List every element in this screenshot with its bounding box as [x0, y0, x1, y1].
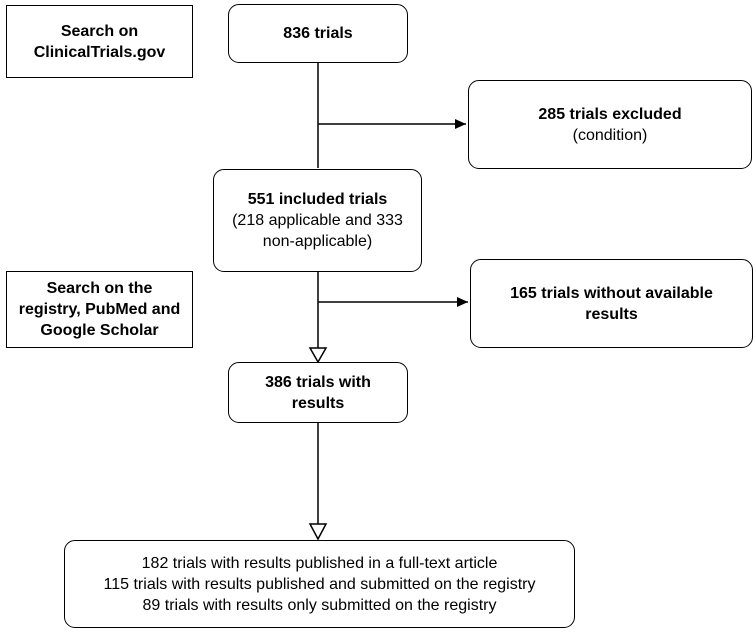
node-excluded-title: 285 trials excluded	[538, 105, 682, 123]
source-registry-line3: Google Scholar	[40, 322, 159, 339]
source-clinicaltrials: Search on ClinicalTrials.gov	[6, 5, 193, 78]
source-clinicaltrials-line1: Search on	[60, 22, 139, 40]
source-registry: Search on the registry, PubMed and Googl…	[6, 271, 193, 348]
node-outcomes-line2: 115 trials with results published and su…	[103, 575, 536, 593]
node-included: 551 included trials (218 applicable and …	[213, 169, 422, 272]
source-registry-line1: Search on the	[46, 280, 153, 297]
node-included-title: 551 included trials	[247, 191, 388, 208]
node-without-results-line2: results	[585, 305, 638, 323]
source-registry-line2: registry, PubMed and	[18, 301, 181, 318]
node-without-results: 165 trials without available results	[470, 259, 753, 348]
node-initial-title: 836 trials	[283, 25, 353, 42]
node-without-results-line1: 165 trials without available	[510, 284, 713, 302]
open-arrowhead-outcomes	[308, 523, 328, 541]
open-arrowhead-with-results	[308, 347, 328, 364]
node-initial-trials: 836 trials	[228, 4, 408, 63]
node-with-results: 386 trials with results	[228, 362, 408, 423]
node-outcomes-line1: 182 trials with results published in a f…	[141, 554, 498, 572]
node-with-results-line1: 386 trials with	[265, 373, 371, 391]
node-outcomes-line3: 89 trials with results only submitted on…	[142, 596, 497, 614]
node-excluded: 285 trials excluded (condition)	[468, 80, 752, 169]
node-included-detail-2: non-applicable)	[262, 233, 373, 250]
source-clinicaltrials-line2: ClinicalTrials.gov	[33, 43, 166, 61]
node-excluded-detail: (condition)	[572, 126, 648, 144]
node-included-detail-1: (218 applicable and 333	[232, 212, 403, 229]
node-with-results-line2: results	[291, 394, 345, 412]
node-outcomes: 182 trials with results published in a f…	[64, 540, 575, 628]
